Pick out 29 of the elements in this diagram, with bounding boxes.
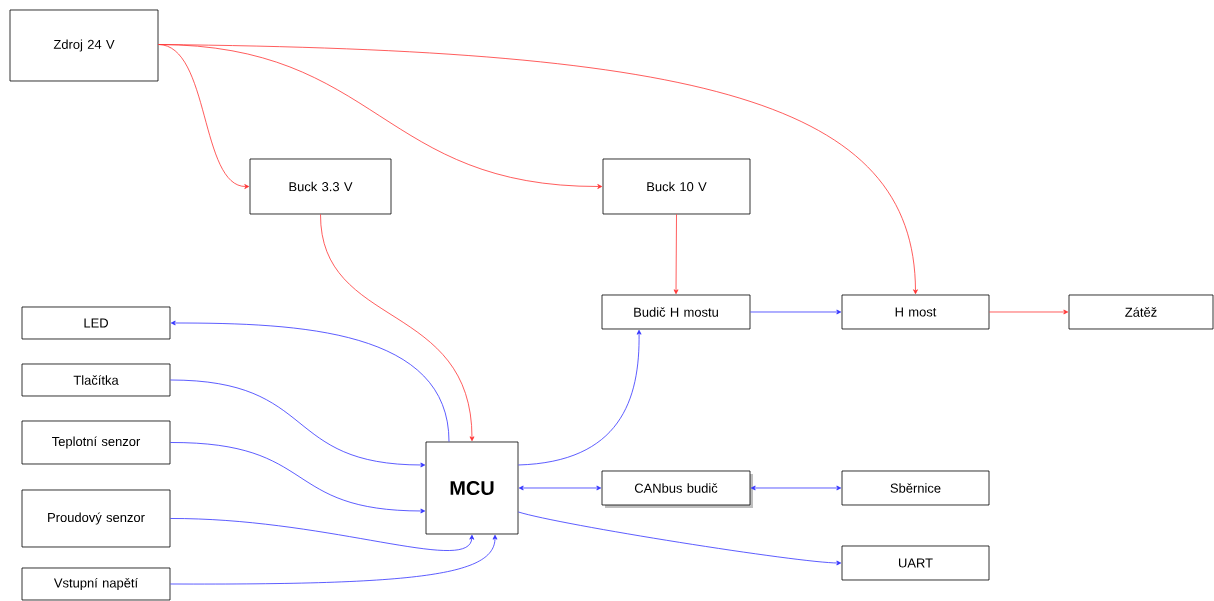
block-box: Tlačítka bbox=[21, 363, 171, 397]
arrow bbox=[750, 485, 842, 491]
arrow bbox=[170, 320, 450, 442]
arrow bbox=[170, 442, 426, 514]
arrow bbox=[170, 518, 475, 551]
block-box: LED bbox=[21, 306, 171, 340]
arrow bbox=[518, 511, 842, 566]
block-box: Zdroj 24 V bbox=[9, 9, 159, 82]
block-box: Teplotní senzor bbox=[21, 420, 171, 465]
block-box: Vstupní napětí bbox=[21, 567, 171, 601]
arrow bbox=[320, 214, 475, 442]
block-box: Proudový senzor bbox=[21, 489, 171, 548]
arrow bbox=[170, 534, 498, 585]
arrow bbox=[750, 309, 842, 315]
block-box: UART bbox=[841, 545, 990, 581]
block-box: Budič H mostu bbox=[601, 294, 751, 330]
block-box: Buck 10 V bbox=[602, 158, 751, 215]
arrow bbox=[518, 485, 602, 491]
block-box: Buck 3.3 V bbox=[249, 158, 392, 215]
block-box: MCU bbox=[425, 441, 519, 535]
arrow bbox=[158, 44, 918, 295]
block-box: Zátěž bbox=[1068, 294, 1214, 330]
arrow bbox=[518, 329, 642, 466]
block-box: Sběrnice bbox=[841, 470, 990, 506]
block-box: H most bbox=[841, 294, 990, 330]
arrow bbox=[989, 309, 1069, 315]
arrow bbox=[170, 379, 426, 468]
block-box: CANbus budič bbox=[601, 470, 753, 508]
arrow bbox=[673, 214, 679, 295]
